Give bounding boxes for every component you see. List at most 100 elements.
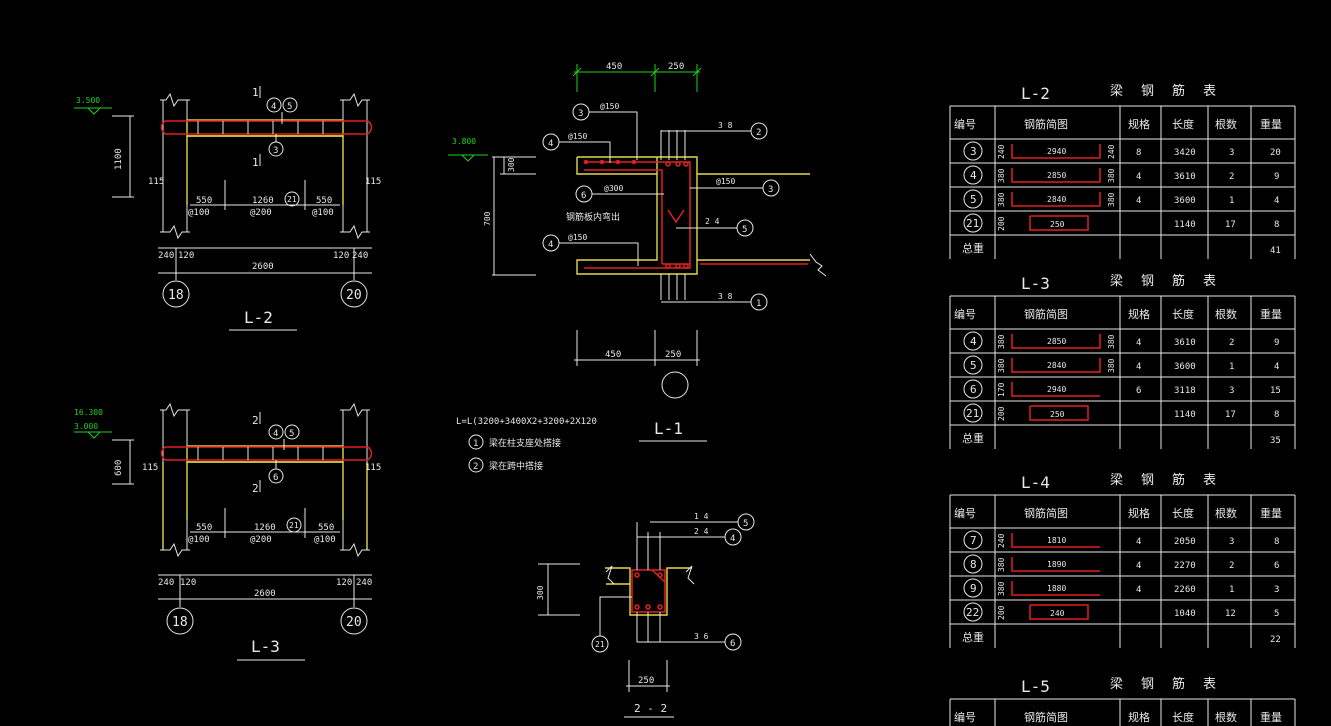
table-cell-len-in: 2850 bbox=[1047, 171, 1066, 180]
l3-mark-5: 5 bbox=[289, 429, 294, 439]
l3-dim-120b: 120 bbox=[336, 578, 352, 588]
table-header-cell: 重量 bbox=[1260, 506, 1282, 520]
table-cell-count: 2 bbox=[1229, 561, 1234, 571]
table-cell-spec: 4 bbox=[1136, 561, 1141, 571]
table-cell-len-in: 250 bbox=[1050, 410, 1065, 419]
notes-formula: L=L(3200+3400X2+3200+2X120 bbox=[456, 417, 597, 427]
l3-mark-6: 6 bbox=[273, 473, 278, 483]
notes-line-1: 梁在柱支座处搭接 bbox=[489, 437, 561, 449]
table-header-cell: 根数 bbox=[1215, 307, 1237, 321]
s22-mark-6: 6 bbox=[730, 639, 735, 649]
l3-axis-18: 18 bbox=[172, 615, 188, 630]
table-cell-length: 2050 bbox=[1174, 537, 1196, 547]
notes-mark-2: 2 bbox=[473, 462, 478, 472]
table-header-cell: 编号 bbox=[954, 307, 976, 321]
l1-label-150b: @150 bbox=[568, 132, 587, 141]
table-total-value: 35 bbox=[1270, 436, 1281, 446]
s22-height: 300 bbox=[536, 585, 545, 600]
bar-sketch bbox=[1011, 192, 1101, 207]
table-cell-weight: 4 bbox=[1274, 362, 1279, 372]
table-caption-char: 梁 bbox=[1110, 473, 1123, 488]
l2-span: 2600 bbox=[252, 262, 274, 272]
table-cell-hook-left: 380 bbox=[997, 581, 1006, 596]
general-notes: L=L(3200+3400X2+3200+2X120 1 梁在柱支座处搭接 2 … bbox=[456, 417, 597, 473]
beam-elevation-l3: 16.300 3.000 600 2 4 5 6 2 115 115 550 1… bbox=[74, 402, 381, 661]
table-cell-count: 1 bbox=[1229, 585, 1234, 595]
table-total-label: 总重 bbox=[962, 241, 984, 255]
l1-note-bar: 钢筋板内弯出 bbox=[566, 211, 620, 223]
table-cell-hook-right: 380 bbox=[1107, 192, 1116, 207]
bar-number-circle bbox=[963, 530, 983, 550]
l3-dim-120a: 120 bbox=[180, 578, 196, 588]
bar-sketch bbox=[1011, 358, 1101, 373]
table-header-cell: 规格 bbox=[1128, 307, 1150, 321]
l1-label-150c: @150 bbox=[568, 233, 587, 242]
table-cell-no: 21 bbox=[966, 217, 979, 230]
l3-dim-550b: 550 bbox=[318, 523, 334, 533]
s22-title: 2 - 2 bbox=[634, 702, 667, 715]
table-cell-len-in: 2940 bbox=[1047, 147, 1066, 156]
table-cell-hook-left: 170 bbox=[997, 382, 1006, 397]
l1-mark-3b: 3 bbox=[768, 185, 773, 195]
table-caption-char: 筋 bbox=[1172, 676, 1185, 692]
table-cell-count: 17 bbox=[1225, 410, 1236, 420]
table-cell-hook-right: 380 bbox=[1107, 334, 1116, 349]
l2-mark-5: 5 bbox=[287, 102, 292, 112]
table-total-value: 22 bbox=[1270, 635, 1281, 645]
l3-mark-21: 21 bbox=[289, 521, 299, 530]
l2-elevation: 3.500 bbox=[76, 96, 100, 105]
l1-label-38b: 3 8 bbox=[718, 292, 733, 301]
table-cell-weight: 8 bbox=[1274, 537, 1279, 547]
table-cell-no: 9 bbox=[970, 582, 977, 595]
section-2-2: 300 5 1 4 4 2 4 21 6 3 6 250 2 - 2 bbox=[536, 512, 755, 718]
s22-label-36: 3 6 bbox=[694, 632, 709, 641]
table-caption-char: 钢 bbox=[1141, 677, 1154, 692]
table-caption-char: 钢 bbox=[1141, 274, 1154, 289]
table-cell-length: 3420 bbox=[1174, 148, 1196, 158]
l2-title: L-2 bbox=[244, 308, 273, 327]
l3-mark-4: 4 bbox=[273, 429, 278, 439]
table-cell-hook-left: 380 bbox=[997, 557, 1006, 572]
table-header-cell: 规格 bbox=[1128, 506, 1150, 520]
table-header-cell: 编号 bbox=[954, 506, 976, 520]
table-cell-weight: 20 bbox=[1270, 148, 1281, 158]
table-header-cell: 钢筋简图 bbox=[1024, 117, 1068, 131]
table-header-cell: 长度 bbox=[1172, 117, 1194, 131]
bar-number-circle bbox=[963, 165, 983, 185]
bar-number-circle bbox=[963, 554, 983, 574]
bar-sketch bbox=[1011, 168, 1101, 183]
table-cell-count: 2 bbox=[1229, 338, 1234, 348]
table-title: L-3 bbox=[1021, 274, 1050, 293]
table-cell-len-in: 250 bbox=[1050, 220, 1065, 229]
table-header-cell: 钢筋简图 bbox=[1024, 307, 1068, 321]
l3-elevation-1: 16.300 bbox=[74, 408, 103, 417]
notes-line-2: 梁在跨中搭接 bbox=[489, 460, 543, 472]
beam-elevation-l2: 3.500 1100 1 4 5 3 1 115 115 550 1260 55… bbox=[74, 86, 381, 331]
table-caption-char: 筋 bbox=[1172, 472, 1185, 488]
table-cell-hook-left: 380 bbox=[997, 358, 1006, 373]
table-cell-length: 1140 bbox=[1174, 220, 1196, 230]
l2-section-mark-b: 1 bbox=[252, 156, 259, 169]
bar-number-circle bbox=[963, 189, 983, 209]
table-cell-weight: 9 bbox=[1274, 338, 1279, 348]
table-total-label: 总重 bbox=[962, 431, 984, 445]
l3-side-left: 115 bbox=[142, 463, 158, 473]
s22-mark-4: 4 bbox=[730, 534, 735, 544]
table-cell-length: 3600 bbox=[1174, 196, 1196, 206]
table-cell-length: 2270 bbox=[1174, 561, 1196, 571]
table-cell-len-in: 1890 bbox=[1047, 560, 1066, 569]
l1-top-dim-250: 250 bbox=[668, 62, 684, 72]
l1-h1: 300 bbox=[507, 157, 516, 172]
l1-mark-5: 5 bbox=[742, 225, 747, 235]
table-cell-weight: 8 bbox=[1274, 410, 1279, 420]
l2-side-left: 115 bbox=[148, 177, 164, 187]
table-cell-no: 3 bbox=[970, 145, 977, 158]
l2-side-right: 115 bbox=[365, 177, 381, 187]
l1-mark-1: 1 bbox=[756, 299, 761, 309]
bar-sketch bbox=[1011, 557, 1100, 572]
table-cell-spec: 4 bbox=[1136, 338, 1141, 348]
table-title: L-5 bbox=[1021, 677, 1050, 696]
